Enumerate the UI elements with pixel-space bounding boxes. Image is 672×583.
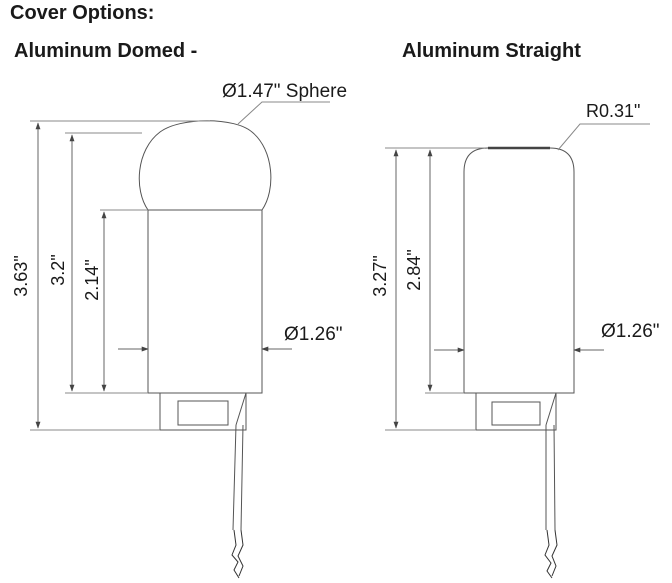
domed-overall-height-label: 3.63" (11, 255, 31, 296)
straight-base-inner (491, 401, 541, 426)
straight-base (475, 392, 557, 431)
straight-body (463, 147, 575, 394)
straight-radius-label: R0.31" (586, 101, 640, 121)
domed-body (147, 209, 263, 394)
straight-lead-wire (545, 392, 557, 531)
radius-leader (557, 123, 650, 151)
straight-cover-height-label: 2.84" (404, 249, 424, 290)
domed-cover-drawing (30, 101, 330, 579)
straight-overall-height-label: 3.27" (370, 255, 390, 296)
straight-lead-twist (544, 529, 558, 579)
domed-cover-height-label: 3.2" (48, 254, 68, 285)
domed-lead-wire (232, 392, 247, 531)
domed-heading: Aluminum Domed - (14, 40, 198, 62)
domed-base (159, 392, 247, 431)
straight-heading: Aluminum Straight (402, 40, 581, 62)
domed-body-height-label: 2.14" (82, 259, 102, 300)
domed-sphere (138, 120, 272, 211)
page-title: Cover Options: (10, 2, 155, 24)
sphere-leader (237, 101, 330, 125)
straight-diameter-label: Ø1.26" (601, 321, 660, 342)
domed-lead-twist (231, 529, 244, 579)
straight-cover-drawing (385, 123, 650, 579)
domed-base-inner (177, 400, 229, 426)
domed-sphere-label: Ø1.47" Sphere (222, 81, 347, 102)
domed-diameter-label: Ø1.26" (284, 324, 343, 345)
